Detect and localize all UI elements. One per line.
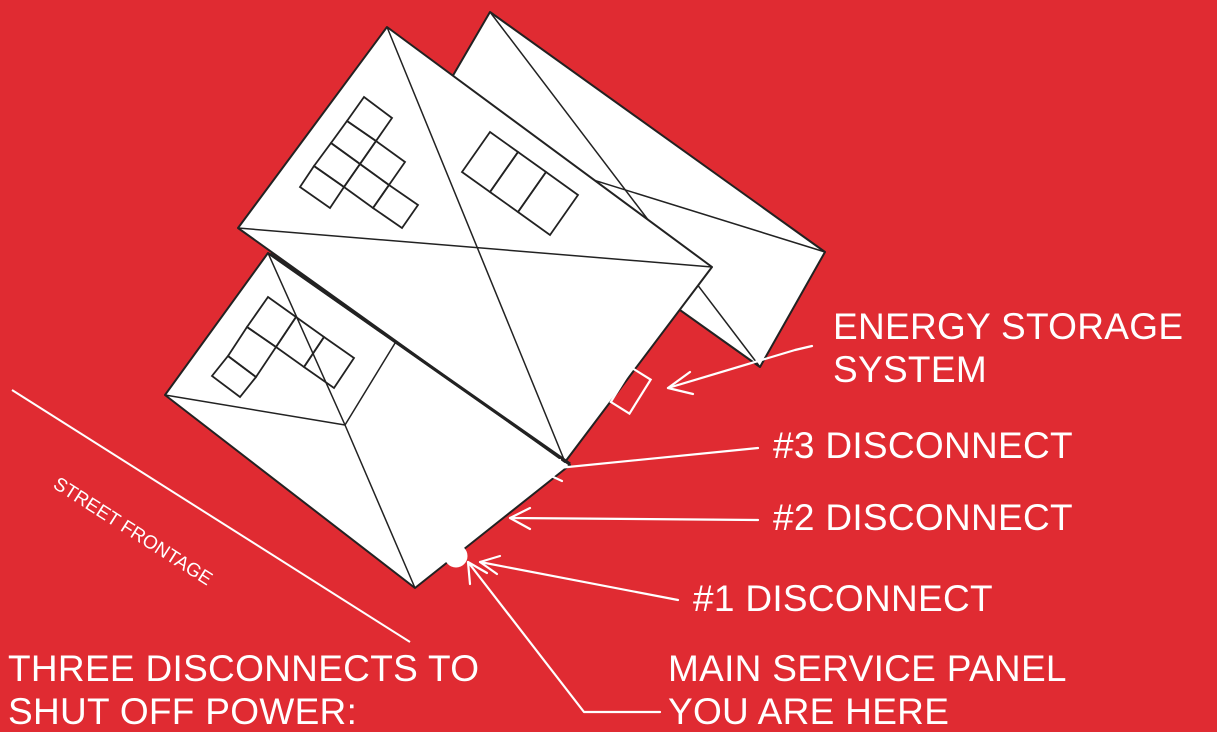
disconnect-2-leader — [508, 516, 760, 522]
instruction-line1: THREE DISCONNECTS TO — [8, 648, 479, 689]
energy-storage-leader — [666, 344, 814, 390]
street-frontage-line — [11, 389, 411, 643]
solar-array-center — [460, 130, 580, 237]
instruction-line2: SHUT OFF POWER: — [8, 691, 357, 732]
battery-box-icon — [609, 366, 653, 416]
disconnect-3-leader — [536, 446, 760, 472]
disconnect-2-marker — [476, 506, 496, 526]
disconnect-1-arrowhead — [478, 554, 502, 576]
disconnect-1-marker — [444, 544, 468, 568]
eave-line — [269, 252, 571, 466]
front-lower-hip-2 — [267, 252, 346, 426]
front-lower-ridge — [344, 334, 401, 426]
main-panel-arrowhead — [466, 560, 489, 586]
main-panel-leader — [466, 560, 662, 714]
disconnect-1-label: #1 DISCONNECT — [693, 578, 993, 619]
energy-storage-arrowhead — [666, 370, 695, 396]
disconnect-2-label: #2 DISCONNECT — [773, 497, 1073, 538]
main-roof-diagonal-1 — [386, 26, 566, 463]
disconnect-2-arrowhead — [508, 506, 532, 531]
main-roof-diagonal-2 — [237, 227, 713, 268]
disconnect-3-marker — [504, 464, 524, 484]
solar-array-front — [210, 295, 356, 399]
energy-storage-label-line1: ENERGY STORAGE — [833, 306, 1183, 347]
main-panel-label-line2: YOU ARE HERE — [668, 691, 949, 732]
energy-storage-label-line2: SYSTEM — [833, 349, 987, 390]
main-panel-label-line1: MAIN SERVICE PANEL — [668, 648, 1067, 689]
disconnect-3-label: #3 DISCONNECT — [773, 425, 1073, 466]
solar-panel-icon — [210, 95, 580, 399]
house-outline-icon — [164, 11, 826, 589]
disconnect-3-arrowhead — [536, 458, 564, 483]
front-lower-hip-3 — [344, 424, 416, 589]
solar-array-upper-left — [298, 95, 420, 230]
disconnect-1-leader — [478, 560, 680, 602]
front-lower-hip-1 — [164, 394, 346, 426]
